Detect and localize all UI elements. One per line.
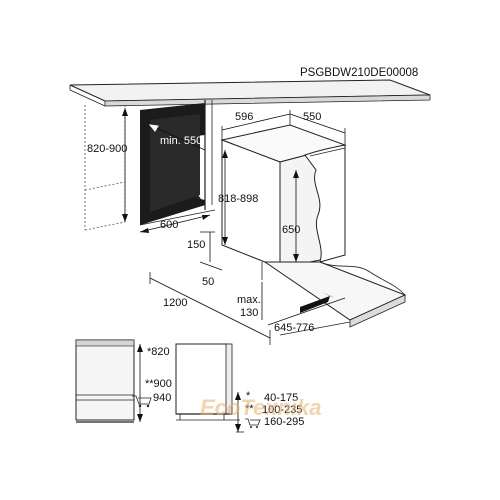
side-view-height-dimension: *820 **900 940 bbox=[132, 344, 172, 422]
countertop bbox=[69, 79, 431, 107]
label-adj-100-235: 100-235 bbox=[262, 404, 302, 416]
label-star-single: * bbox=[246, 390, 251, 402]
cart-icon-small bbox=[245, 418, 261, 428]
door-height-dimension: 650 bbox=[282, 170, 300, 262]
adjacent-cabinet-outline bbox=[84, 105, 126, 231]
label-gap-150: 150 bbox=[187, 239, 205, 251]
niche-opening bbox=[139, 100, 216, 226]
label-appliance-width: 596 bbox=[235, 111, 253, 123]
plinth-small-dimensions: 150 50 bbox=[187, 231, 223, 288]
niche-width-dimension: 600 bbox=[139, 214, 211, 233]
foot-adjustment-dimensions: * 40-175 ** 100-235 160-295 bbox=[235, 390, 304, 433]
label-adj-160-295: 160-295 bbox=[264, 416, 304, 428]
open-door-depth-dimension: 1200 bbox=[149, 272, 271, 345]
label-height-940: 940 bbox=[153, 392, 171, 404]
appliance-depth-dimension: 550 bbox=[289, 111, 346, 145]
dishwasher-body bbox=[220, 124, 347, 269]
label-max-130-line1: max. bbox=[237, 294, 261, 306]
dishwasher-open-door bbox=[261, 261, 407, 328]
min-depth-dimension: min. 550 bbox=[148, 124, 206, 151]
label-plinth-range: 645-776 bbox=[274, 322, 314, 334]
watermark-text: EcoTexnika bbox=[200, 395, 321, 420]
label-gap-50: 50 bbox=[202, 276, 214, 288]
label-appliance-height: 818-898 bbox=[218, 193, 258, 205]
label-min-depth: min. 550 bbox=[160, 135, 202, 147]
appliance-width-dimension: 596 bbox=[221, 110, 291, 140]
label-adj-40-175: 40-175 bbox=[264, 392, 298, 404]
label-max-130-line2: 130 bbox=[240, 307, 258, 319]
side-view-cabinet bbox=[75, 339, 135, 423]
label-open-door-depth: 1200 bbox=[163, 297, 187, 309]
label-niche-height: 820-900 bbox=[87, 143, 127, 155]
label-niche-width: 600 bbox=[160, 219, 178, 231]
plinth-range-dimension: 645-776 bbox=[267, 292, 351, 336]
label-appliance-depth: 550 bbox=[303, 111, 321, 123]
cart-icon bbox=[132, 395, 152, 408]
label-star-double: ** bbox=[245, 403, 254, 415]
label-height-820: *820 bbox=[147, 346, 170, 358]
side-view-appliance bbox=[175, 343, 240, 421]
niche-height-dimension: 820-900 bbox=[87, 108, 128, 222]
drawing-code: PSGBDW210DE00008 bbox=[300, 67, 418, 79]
label-door-height: 650 bbox=[282, 224, 300, 236]
max-130-dimension: max. 130 bbox=[237, 282, 263, 320]
appliance-height-dimension: 818-898 bbox=[218, 150, 258, 245]
label-height-900: **900 bbox=[145, 378, 172, 390]
